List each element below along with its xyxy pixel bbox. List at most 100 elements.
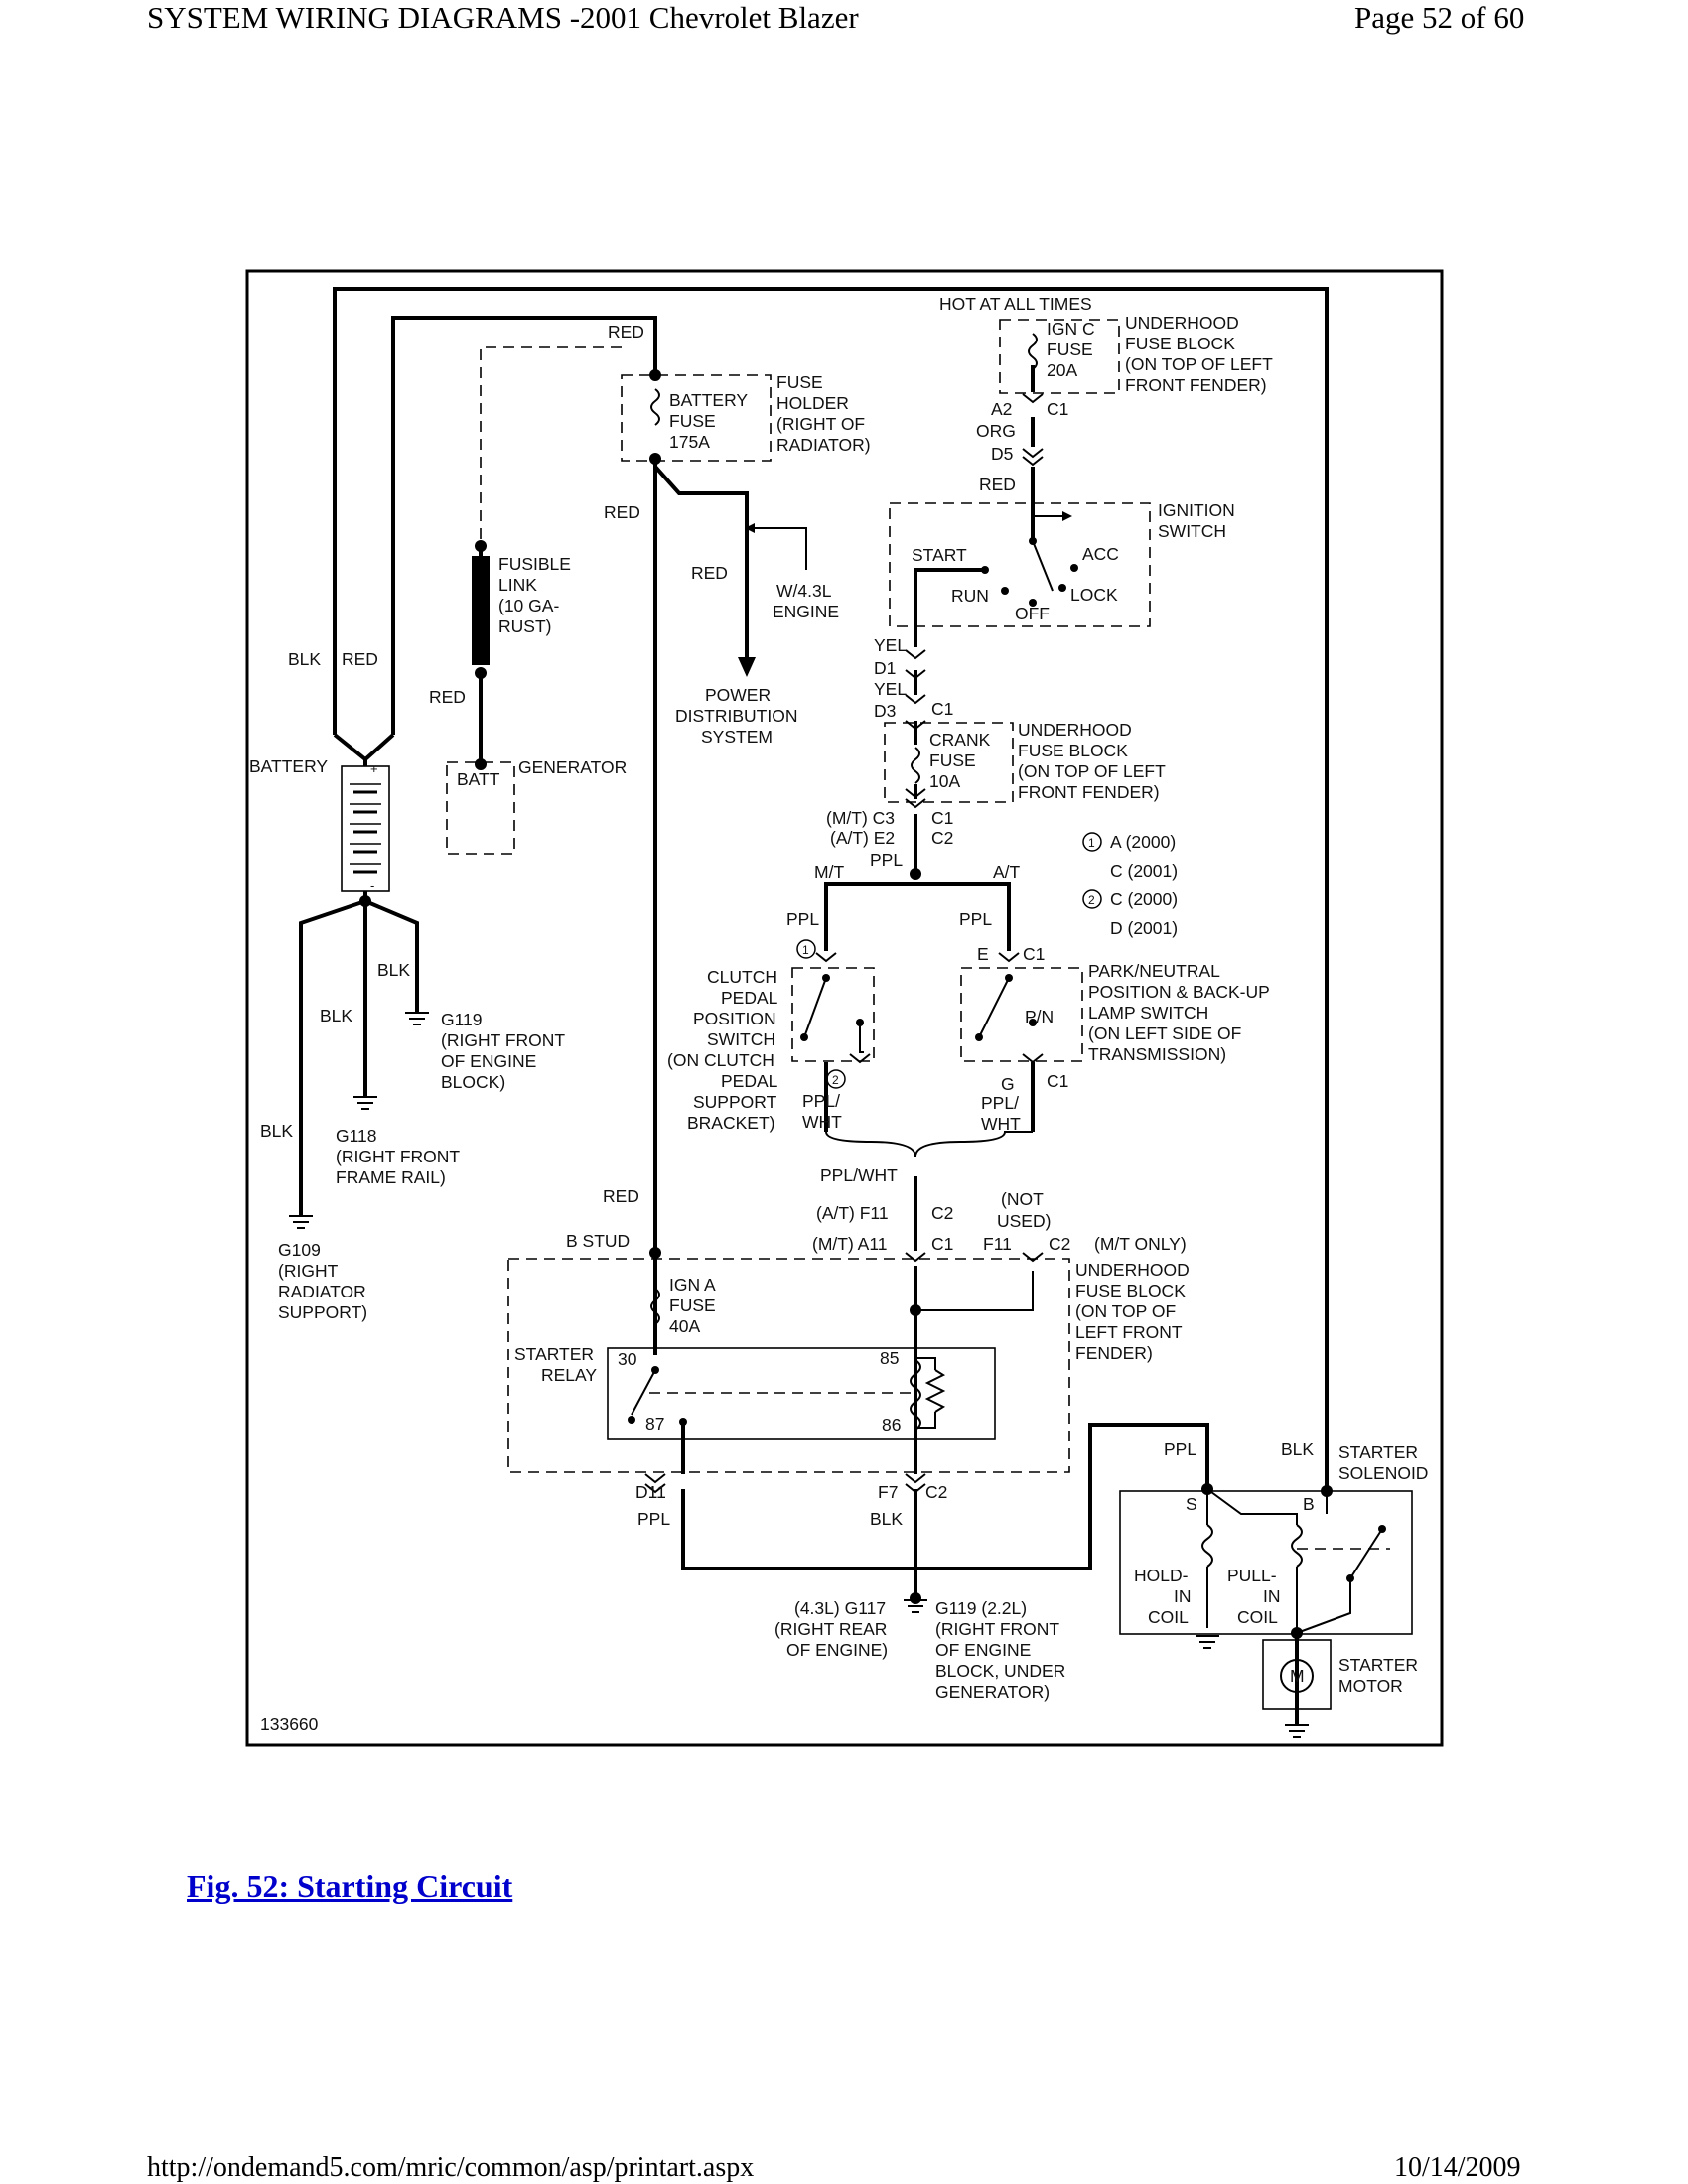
main-wires xyxy=(299,287,1329,1725)
label-blk-1: BLK xyxy=(377,960,410,980)
crank-fuse-symbol xyxy=(911,747,920,784)
label-clutch-8: BRACKET) xyxy=(687,1113,774,1133)
label-g: G xyxy=(1001,1074,1015,1094)
wire-blk-battery-to-solenoid xyxy=(333,287,1329,1491)
label-branch-mt: M/T xyxy=(814,862,844,882)
label-hold-2: IN xyxy=(1174,1586,1192,1606)
label-red-top: RED xyxy=(608,322,644,341)
label-clutch-5: (ON CLUTCH xyxy=(667,1050,774,1070)
label-generator: GENERATOR xyxy=(518,757,627,777)
label-starter-motor-2: MOTOR xyxy=(1338,1676,1403,1696)
figure-id: 133660 xyxy=(260,1714,319,1734)
label-sol-b: B xyxy=(1303,1494,1315,1514)
ignition-switch-arm xyxy=(1032,540,1054,592)
label-w43-2: ENGINE xyxy=(773,602,839,621)
label-pull-1: PULL- xyxy=(1227,1566,1277,1585)
label-uhfb-mid-3: (ON TOP OF LEFT xyxy=(1018,761,1166,781)
svg-text:+: + xyxy=(370,761,378,776)
wire-ppl-d11-to-solenoid xyxy=(681,1423,1209,1570)
label-uhfb-mid-1: UNDERHOOD xyxy=(1018,720,1132,740)
diagram-frame xyxy=(245,269,1444,1747)
wire-red-battery-to-fuse xyxy=(391,316,657,735)
label-g119b-4: BLOCK, UNDER xyxy=(935,1661,1065,1681)
label-mt-c3: (M/T) C3 xyxy=(826,808,895,828)
label-c1-g: C1 xyxy=(1047,1071,1068,1091)
hold-in-coil-symbol xyxy=(1201,1524,1213,1568)
label-crank-10a: 10A xyxy=(929,771,960,791)
label-ppl-mid: PPL xyxy=(870,850,903,870)
figure-caption-link[interactable]: Fig. 52: Starting Circuit xyxy=(187,1868,513,1904)
label-at-f11: (A/T) F11 xyxy=(816,1203,889,1223)
label-clutch-3: POSITION xyxy=(693,1009,776,1028)
label-d5: D5 xyxy=(991,444,1013,464)
label-e: E xyxy=(977,944,989,964)
label-ign-c: IGN C xyxy=(1047,319,1095,339)
relay-switch-arm xyxy=(631,1369,656,1416)
label-ppl-wht-r-1: PPL/ xyxy=(981,1093,1019,1113)
label-org: ORG xyxy=(976,421,1016,441)
label-clutch-2: PEDAL xyxy=(721,988,778,1008)
footer-url: http://ondemand5.com/mric/common/asp/pri… xyxy=(147,2152,755,2183)
ground-symbols xyxy=(289,1012,1309,1738)
label-g118-2: (RIGHT FRONT xyxy=(336,1147,460,1166)
label-pn: P/N xyxy=(1025,1007,1054,1026)
ign-c-fuse-symbol xyxy=(1028,333,1038,370)
label-not-used-1: (NOT xyxy=(1001,1189,1044,1209)
label-g119b-2: (RIGHT FRONT xyxy=(935,1619,1059,1639)
label-crank-fuse: FUSE xyxy=(929,751,976,770)
label-g109-3: RADIATOR xyxy=(278,1282,366,1301)
label-uhfb-mid-4: FRONT FENDER) xyxy=(1018,782,1160,802)
label-motor-m: M xyxy=(1290,1666,1305,1686)
label-w43-1: W/4.3L xyxy=(776,581,832,601)
label-crank: CRANK xyxy=(929,730,991,750)
label-yel-2: YEL xyxy=(874,679,907,699)
label-run: RUN xyxy=(951,586,989,606)
battery-symbol xyxy=(341,765,390,892)
label-red-fl: RED xyxy=(429,687,466,707)
label-battery-fuse-2: FUSE xyxy=(669,411,716,431)
label-blk-sol: BLK xyxy=(1281,1439,1314,1459)
label-solenoid-1: STARTER xyxy=(1338,1442,1418,1462)
label-ppl-sol: PPL xyxy=(1164,1439,1196,1459)
label-g119r-1: G119 xyxy=(441,1010,483,1029)
label-off: OFF xyxy=(1015,604,1050,623)
label-g119r-2: (RIGHT FRONT xyxy=(441,1030,565,1050)
label-red-a: RED xyxy=(604,502,640,522)
label-uhfb-low-2: FUSE BLOCK xyxy=(1075,1281,1186,1300)
label-starter-motor-1: STARTER xyxy=(1338,1655,1418,1675)
label-blk-bat: BLK xyxy=(288,649,321,669)
label-ign-a-1: IGN A xyxy=(669,1275,716,1295)
ign-a-fuse-symbol xyxy=(650,1288,660,1325)
label-ppl-left: PPL xyxy=(786,909,819,929)
label-hold-3: COIL xyxy=(1148,1607,1189,1627)
legend-marker-1: 1 xyxy=(1088,836,1095,850)
page-number: Page 52 of 60 xyxy=(1354,0,1525,35)
label-ppl-d11: PPL xyxy=(637,1509,670,1529)
label-g119b-3: OF ENGINE xyxy=(935,1640,1031,1660)
label-acc: ACC xyxy=(1082,544,1119,564)
label-fusible-2: LINK xyxy=(498,575,537,595)
label-uhfb-top-4: FRONT FENDER) xyxy=(1125,375,1267,395)
legend-2-a: C (2000) xyxy=(1110,889,1178,909)
label-fusible-4: RUST) xyxy=(498,616,551,636)
legend-1-a: A (2000) xyxy=(1110,832,1176,852)
component-outlines xyxy=(446,319,1413,1710)
relay-resistor xyxy=(924,1369,946,1413)
label-pull-3: COIL xyxy=(1237,1607,1278,1627)
label-c2-f7: C2 xyxy=(925,1482,947,1502)
clutch-marker-1: 1 xyxy=(802,943,809,957)
label-pds-3: SYSTEM xyxy=(701,727,773,747)
label-d3: D3 xyxy=(874,701,896,721)
label-not-used-2: USED) xyxy=(997,1211,1051,1231)
label-g109-1: G109 xyxy=(278,1240,321,1260)
label-g118-3: FRAME RAIL) xyxy=(336,1167,446,1187)
label-fuse-holder-3: (RIGHT OF xyxy=(776,414,865,434)
label-c2-mid: C2 xyxy=(931,828,953,848)
wire-branch-mt-at xyxy=(824,882,1011,951)
label-pds-1: POWER xyxy=(705,685,771,705)
label-uhfb-low-1: UNDERHOOD xyxy=(1075,1260,1190,1280)
label-ign-a-2: FUSE xyxy=(669,1296,716,1315)
label-g119b-5: GENERATOR) xyxy=(935,1682,1050,1702)
clutch-marker-2: 2 xyxy=(832,1073,839,1087)
label-clutch-1: CLUTCH xyxy=(707,967,777,987)
